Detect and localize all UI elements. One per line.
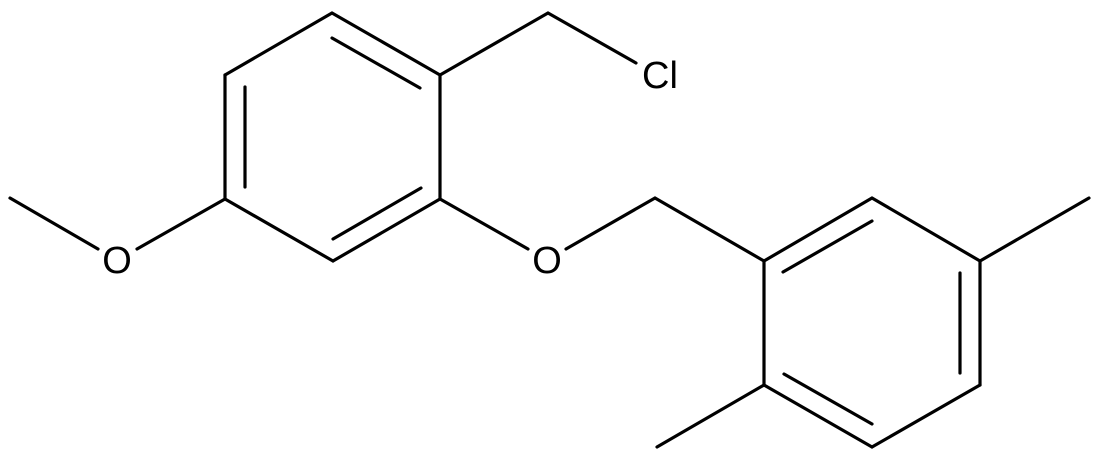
atom-label-o-methoxy: O [102, 240, 132, 282]
ring-b [762, 196, 982, 449]
atom-label-o-ether: O [532, 240, 562, 282]
bond-ring-a-4 [223, 197, 335, 263]
bond-ring-b-5 [762, 383, 874, 449]
bond-ring-a-1 [330, 11, 442, 77]
bond-ring-b-1 [762, 196, 874, 263]
bond-ring-a-3-inner [331, 186, 423, 241]
bond-ring-b-4 [870, 383, 982, 449]
bond-methyl-upper [978, 196, 1091, 263]
bond-ring-a-6 [223, 11, 334, 77]
bond-ring-a-o-methoxy [135, 197, 227, 251]
bond-ch2-a [438, 11, 550, 77]
bond-ring-a-3 [331, 197, 442, 263]
bond-ring-a-o [438, 197, 530, 251]
bond-o-methyl [8, 196, 100, 251]
bond-ring-b-2 [870, 196, 982, 263]
ring-a [223, 11, 442, 263]
bond-ch2-cl [546, 11, 638, 65]
bond-o-ch2 [564, 196, 657, 251]
bond-ch2-ring-b [653, 196, 766, 263]
bond-ring-a-1-inner [330, 36, 422, 90]
atom-label-cl: Cl [642, 55, 678, 97]
bond-methyl-lower [655, 383, 766, 449]
bond-ring-b-5-inner [782, 372, 874, 426]
bond-ring-b-1-inner [781, 219, 874, 274]
